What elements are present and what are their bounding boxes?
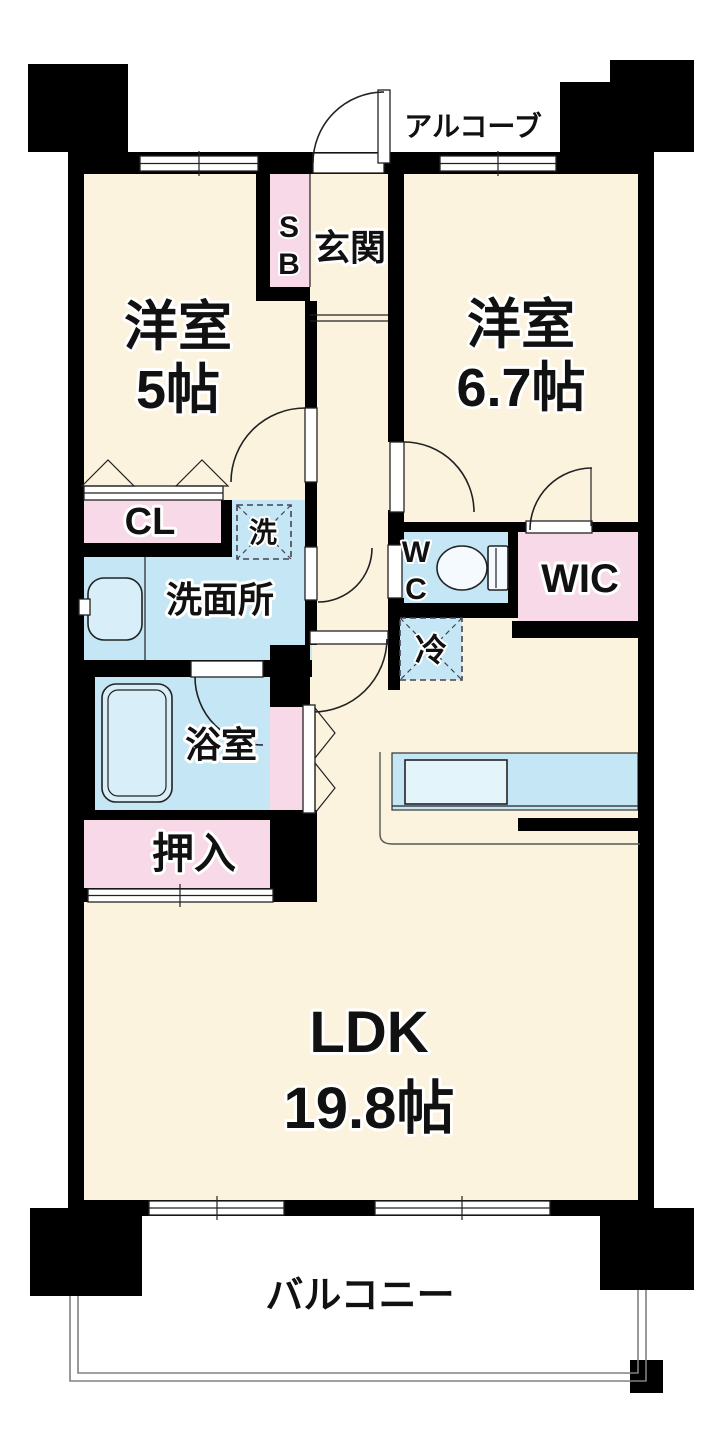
ldk-name-label: LDK — [309, 1000, 428, 1065]
ldk-size-label: 19.8帖 — [284, 1076, 455, 1141]
shoe-box-label-line2: B — [278, 248, 300, 281]
wall-cl-right — [221, 500, 232, 557]
shoe-box-label-line1: S — [279, 211, 299, 244]
wc-label-line2: C — [405, 573, 427, 606]
wall-oshiire-right — [270, 810, 317, 902]
balcony-railing — [69, 1290, 647, 1382]
entrance-label: 玄関 — [314, 227, 386, 268]
window-bedroom2-top — [439, 151, 557, 176]
wall-wc-wic — [508, 532, 518, 618]
wc-label-line1: W — [402, 536, 431, 569]
bathtub-icon — [101, 683, 173, 803]
washroom-door — [304, 546, 373, 603]
pillar-top-left — [28, 64, 128, 152]
storage-strip-floor — [270, 705, 303, 813]
wic-door — [525, 467, 593, 534]
wall-right — [638, 152, 654, 1216]
wc-door — [387, 544, 403, 599]
storage-folding-door — [302, 704, 336, 815]
entrance-step-line — [310, 314, 388, 322]
oshiire-sliding-door — [87, 884, 274, 907]
kitchen-sink-icon — [379, 752, 640, 845]
wall-hall-left-b — [305, 482, 317, 547]
closet-cl-folding-door — [80, 459, 230, 501]
wall-fridge-stub — [388, 618, 400, 690]
bedroom2-size-label: 6.7帖 — [456, 358, 585, 418]
alcove-label: アルコーブ — [404, 110, 541, 142]
pillar-bottom-right — [600, 1208, 694, 1290]
pillar-top-right-step — [560, 82, 612, 152]
wall-sb-left — [256, 174, 270, 287]
washbasin-icon — [78, 557, 146, 660]
fridge-space-icon — [399, 617, 463, 681]
washer-space-icon — [236, 504, 292, 560]
closet-cl-floor — [84, 500, 221, 543]
window-ldk-bottom-right — [374, 1196, 551, 1220]
pillar-top-right — [610, 60, 694, 152]
wall-bath-bottom — [84, 810, 310, 820]
wall-left — [68, 152, 84, 1216]
wall-bedroom2-bottom — [404, 522, 638, 532]
bathroom-door — [190, 660, 264, 746]
fridge-space-label: 冷 — [415, 632, 447, 668]
toilet-icon — [436, 545, 509, 591]
washer-space-label: 洗 — [249, 517, 277, 548]
wall-sb-bottom — [256, 287, 310, 301]
shoe-box-floor — [270, 174, 310, 287]
bathroom-label: 浴室 — [185, 724, 257, 765]
window-ldk-bottom-left — [148, 1196, 285, 1220]
wic-floor — [518, 532, 638, 621]
wall-hall-left-a — [305, 301, 317, 408]
window-bedroom1-top — [139, 151, 259, 176]
entrance-door — [312, 89, 391, 174]
oshiire-floor — [84, 817, 305, 888]
wall-bath-left — [84, 677, 95, 810]
pillar-bottom-left — [30, 1208, 142, 1296]
wall-kitchen-half — [518, 818, 638, 831]
wic-label: WIC — [541, 557, 619, 601]
hall-ldk-door — [309, 630, 389, 713]
wall-hall-right-b — [388, 510, 404, 545]
bedroom1-name-label: 洋室 — [124, 297, 232, 357]
wall-hall-right-a — [388, 174, 404, 442]
wall-wc-bottom — [388, 603, 512, 618]
closet-cl-label: CL — [125, 501, 176, 543]
bedroom1-door — [230, 407, 318, 483]
washroom-label: 洗面所 — [166, 579, 274, 620]
wall-cl-bottom — [84, 543, 232, 557]
wall-wic-bottom — [512, 621, 638, 638]
balcony-label: バルコニー — [265, 1275, 454, 1317]
bedroom2-door — [389, 441, 475, 513]
bedroom1-size-label: 5帖 — [136, 360, 220, 420]
oshiire-label: 押入 — [152, 830, 236, 877]
bedroom2-name-label: 洋室 — [467, 295, 575, 355]
